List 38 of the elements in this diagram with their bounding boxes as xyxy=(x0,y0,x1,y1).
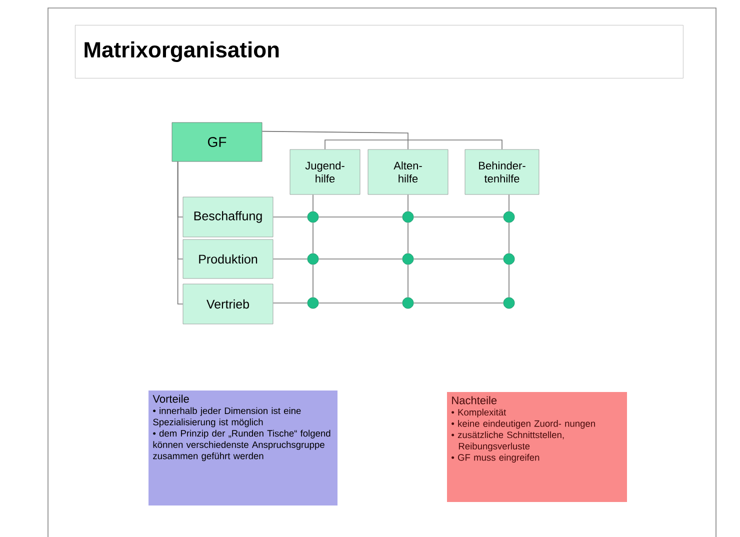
junction-dot xyxy=(503,211,515,223)
junction-dot xyxy=(307,253,319,265)
connector-line xyxy=(272,216,308,218)
connector-line xyxy=(508,194,510,212)
junction-dot xyxy=(402,297,414,309)
connector-line xyxy=(272,302,308,304)
connector-line xyxy=(318,258,403,260)
connector-line xyxy=(318,302,403,304)
division-box: Jugend- hilfe xyxy=(290,149,360,195)
disadvantages-box: Nachteile • Komplexität • keine eindeutigen Zuord- nungen • zusätzliche Schnittstellen, Reibungsverluste • GF muss eingreifen xyxy=(447,392,627,502)
manager-box: GF xyxy=(172,122,262,162)
function-box: Beschaffung xyxy=(182,196,274,238)
connector-trunk xyxy=(262,130,408,140)
advantages-box: Vorteile • innerhalb jeder Dimension ist eine Spezialisierung ist möglich • dem Prinzip der „Runden Tische“ folgend können verschiedenste Anspruchsgruppe zusammen geführt werden xyxy=(148,390,338,506)
connector-line xyxy=(408,140,502,150)
connector-line xyxy=(312,264,314,298)
connector-line xyxy=(413,258,504,260)
connector-line xyxy=(318,216,403,218)
division-box: Behinder- tenhilfe xyxy=(464,149,540,195)
junction-dot xyxy=(503,253,515,265)
connector-line xyxy=(508,264,510,298)
junction-dot xyxy=(307,297,319,309)
connector-line xyxy=(272,258,308,260)
division-box: Alten- hilfe xyxy=(368,149,448,195)
junction-dot xyxy=(402,211,414,223)
junction-dot xyxy=(402,253,414,265)
connector-line xyxy=(312,222,314,254)
junction-dot xyxy=(307,211,319,223)
junction-dot xyxy=(503,297,515,309)
connector-line xyxy=(413,302,504,304)
connector-line xyxy=(413,216,504,218)
title-box: Matrixorganisation xyxy=(75,25,684,78)
function-box: Produktion xyxy=(182,239,274,279)
connector-line xyxy=(312,194,314,212)
connector-line xyxy=(324,140,408,150)
connector-line xyxy=(177,161,184,304)
connector-line xyxy=(508,222,510,254)
function-box: Vertrieb xyxy=(182,284,274,324)
